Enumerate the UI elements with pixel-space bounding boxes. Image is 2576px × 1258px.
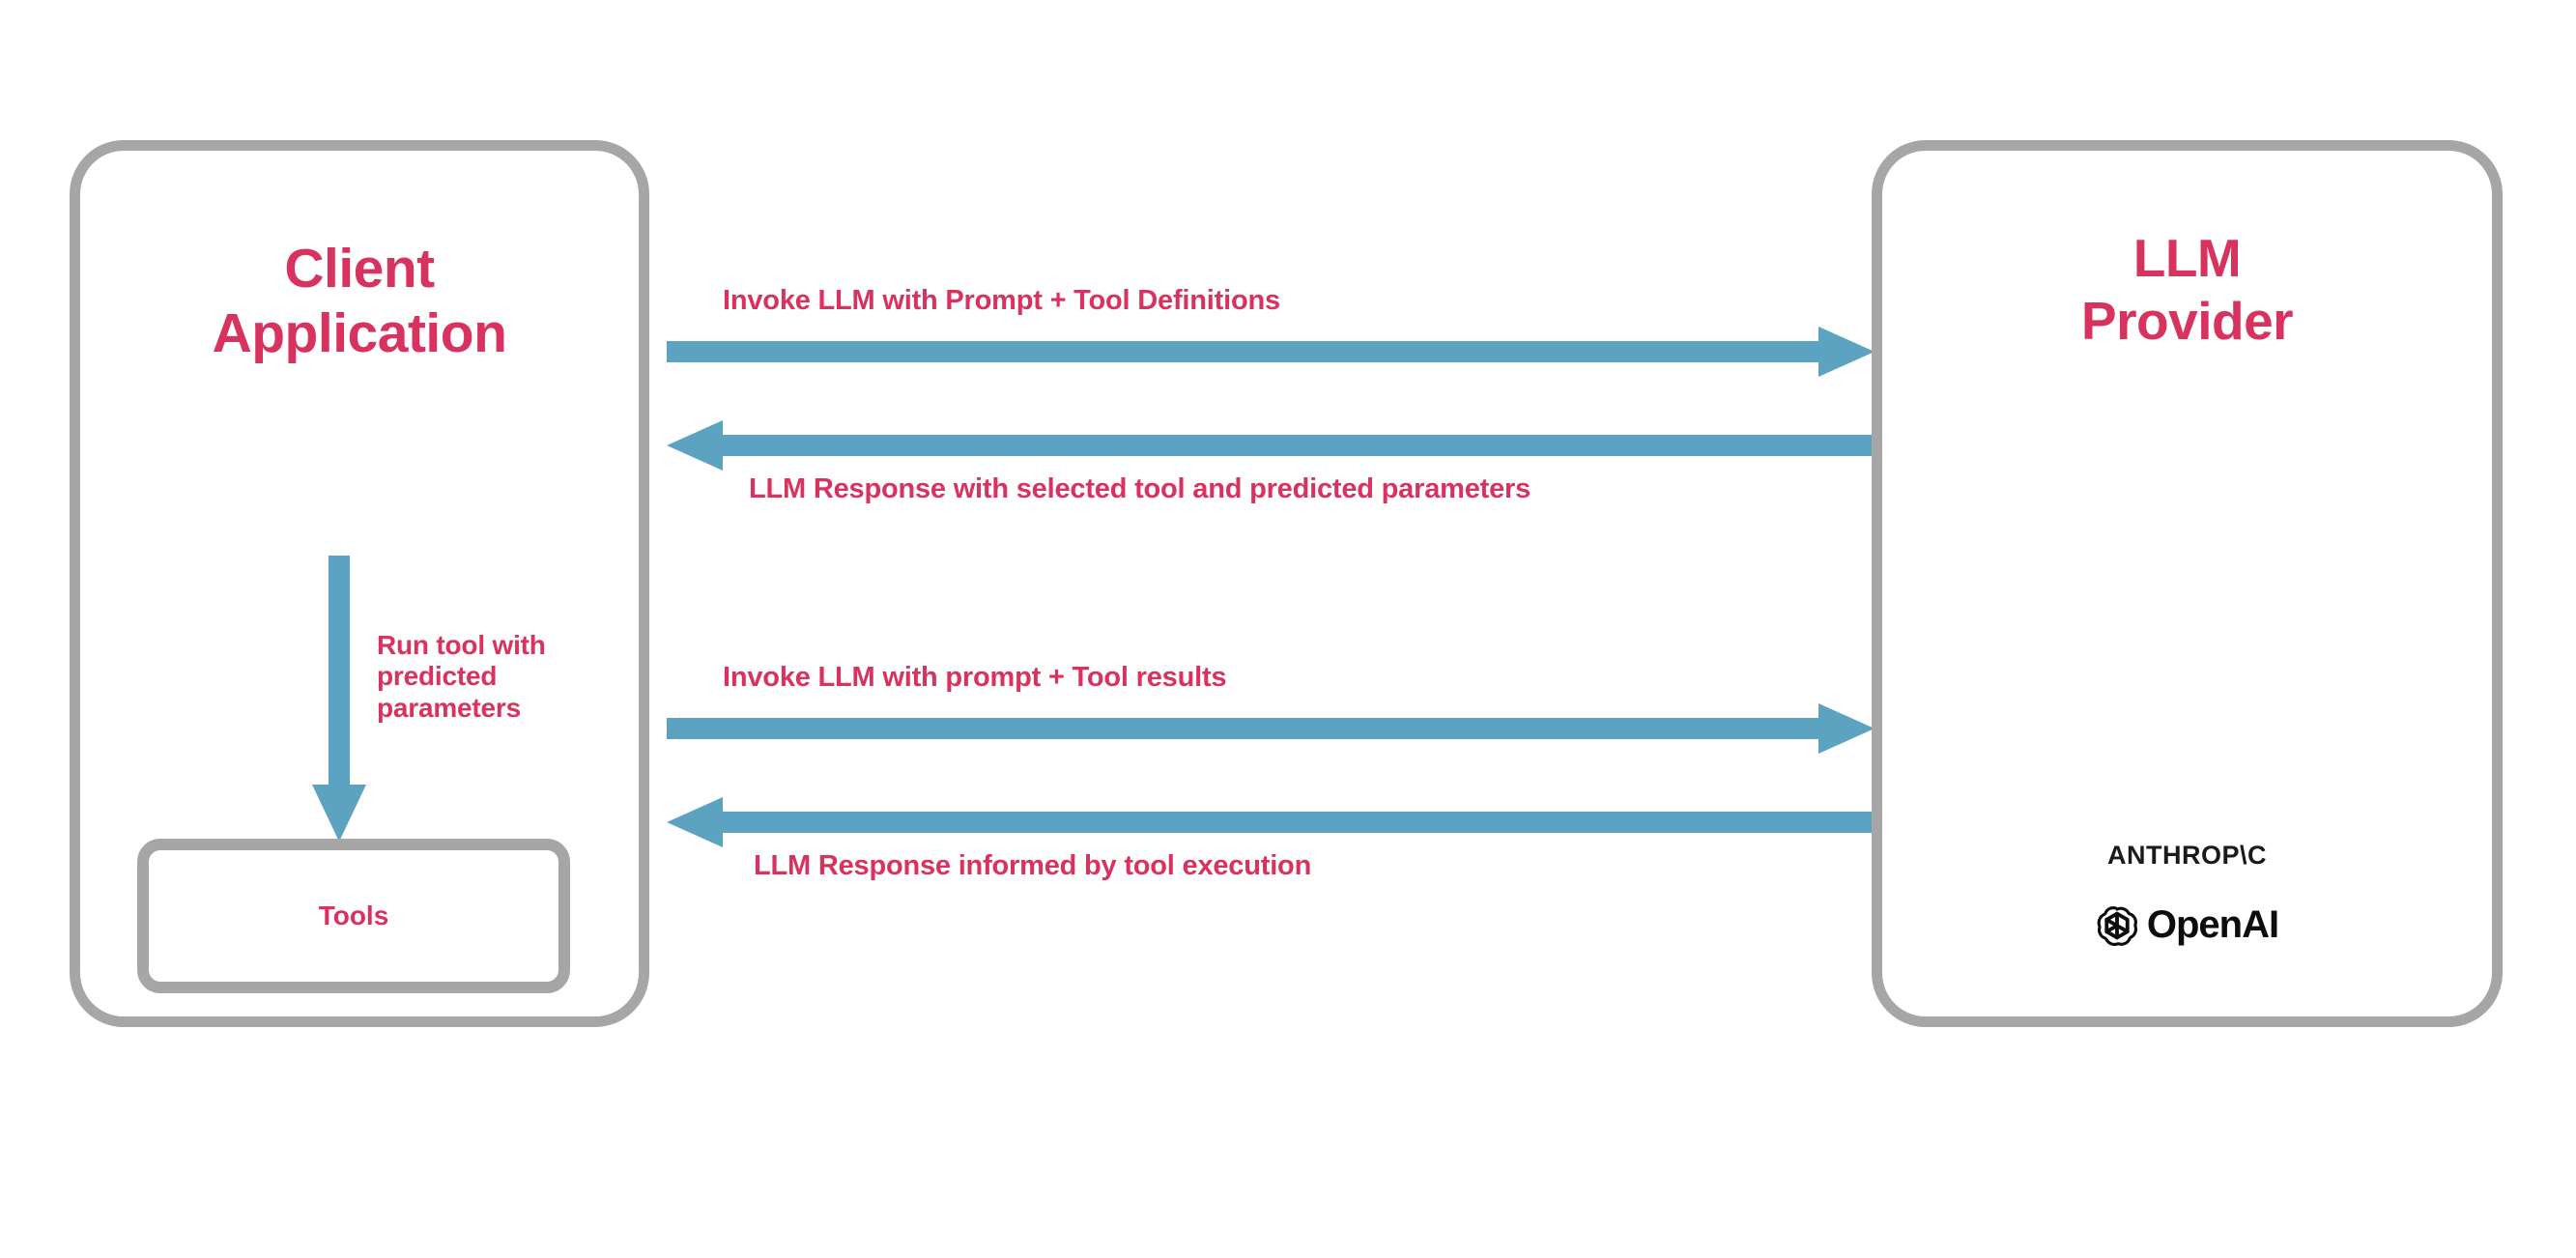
run-tool-label-line-3: parameters [377,692,521,723]
run-tool-arrow [311,556,367,843]
message-arrow-invoke-2-glyph [667,703,1875,754]
message-label-response-1: LLM Response with selected tool and pred… [749,473,1531,504]
message-arrow-response-2-glyph [667,797,1875,847]
client-title-line-1: Client [284,238,435,300]
llm-provider-title: LLM Provider [1872,227,2503,353]
provider-title-line-1: LLM [2132,228,2242,288]
tools-label: Tools [318,901,389,930]
message-arrow-response-2 [667,797,1875,847]
message-label-response-2: LLM Response informed by tool execution [754,850,1312,881]
run-tool-label-line-2: predicted [377,661,498,692]
message-arrow-invoke-1 [667,327,1875,377]
run-tool-arrow-label: Run tool with predicted parameters [377,630,546,724]
openai-knot-icon [2097,905,2137,946]
message-arrow-invoke-1-glyph [667,327,1875,377]
message-label-invoke-1: Invoke LLM with Prompt + Tool Definition… [723,285,1280,316]
llm-provider-box [1872,140,2503,1027]
message-label-invoke-2: Invoke LLM with prompt + Tool results [723,662,1227,693]
anthropic-logo: ANTHROP\C [2107,841,2267,870]
client-application-title: Client Application [70,237,649,367]
openai-logo: OpenAI [1872,903,2503,947]
client-title-line-2: Application [212,302,507,365]
openai-wordmark: OpenAI [2146,903,2279,946]
provider-title-line-2: Provider [2080,290,2294,351]
run-tool-arrow-glyph [312,556,366,842]
message-arrow-response-1 [667,420,1875,471]
run-tool-label-line-1: Run tool with [377,630,546,660]
message-arrow-invoke-2 [667,703,1875,754]
tools-box[interactable]: Tools [137,839,570,993]
message-arrow-response-1-glyph [667,420,1875,471]
